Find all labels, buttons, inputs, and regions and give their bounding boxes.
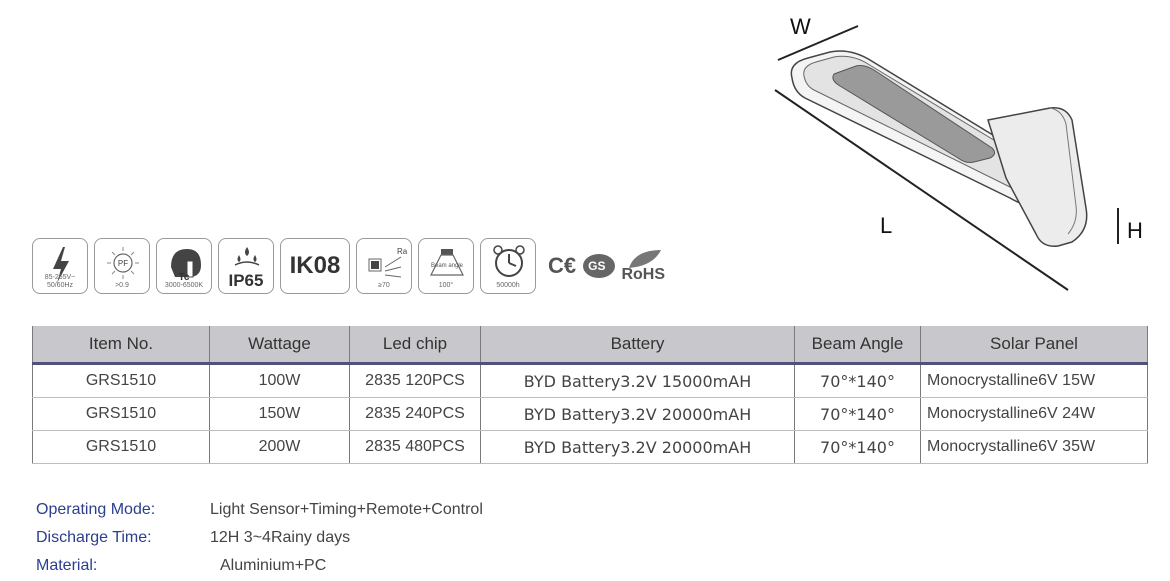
height-label: H <box>1127 218 1143 243</box>
header-solar-panel: Solar Panel <box>920 326 1148 365</box>
cell-solar-panel: Monocrystalline6V 35W <box>920 430 1148 464</box>
gs-mark-icon: GS <box>582 253 633 279</box>
spec-notes: Operating Mode: Light Sensor+Timing+Remo… <box>36 496 483 580</box>
table-row: GRS1510 100W 2835 120PCS BYD Battery3.2V… <box>32 363 1148 398</box>
cell-beam-angle: 70°*140° <box>794 430 921 464</box>
material-label: Material: <box>36 557 98 574</box>
cell-wattage: 150W <box>209 397 350 431</box>
color-rendering-icon: Ra ≥70 <box>356 238 412 294</box>
material-row: Material: Aluminium+PC <box>36 552 483 580</box>
operating-mode-value: Light Sensor+Timing+Remote+Control <box>210 501 483 518</box>
operating-mode-label: Operating Mode: <box>36 501 156 518</box>
discharge-time-row: Discharge Time: 12H 3~4Rainy days <box>36 524 483 552</box>
ik08-icon: IK08 <box>280 238 350 294</box>
operating-mode-row: Operating Mode: Light Sensor+Timing+Remo… <box>36 496 483 524</box>
header-led-chip: Led chip <box>349 326 481 365</box>
table-row: GRS1510 150W 2835 240PCS BYD Battery3.2V… <box>32 397 1148 431</box>
length-label: L <box>880 213 893 238</box>
beam-angle-icon: Beam angle 100° <box>418 238 474 294</box>
street-light-drawing <box>774 25 1119 291</box>
cell-beam-angle: 70°*140° <box>794 397 921 431</box>
cell-led-chip: 2835 240PCS <box>349 397 481 431</box>
table-row: GRS1510 200W 2835 480PCS BYD Battery3.2V… <box>32 430 1148 464</box>
cell-battery: BYD Battery3.2V 20000mAH <box>480 430 795 464</box>
cell-battery: BYD Battery3.2V 15000mAH <box>480 363 795 398</box>
header-wattage: Wattage <box>209 326 350 365</box>
cell-wattage: 100W <box>209 363 350 398</box>
ip65-icon: IP65 <box>218 238 274 294</box>
lifespan-clock-icon: 50000h <box>480 238 536 294</box>
cell-item-no: GRS1510 <box>32 430 210 464</box>
voltage-icon: 85-265V~ 50/60Hz <box>32 238 88 294</box>
header-item-no: Item No. <box>32 326 210 365</box>
cell-item-no: GRS1510 <box>32 397 210 431</box>
cell-led-chip: 2835 120PCS <box>349 363 481 398</box>
cell-solar-panel: Monocrystalline6V 15W <box>920 363 1148 398</box>
cell-battery: BYD Battery3.2V 20000mAH <box>480 397 795 431</box>
width-label: W <box>790 14 811 39</box>
power-factor-icon: PF >0.9 <box>94 238 150 294</box>
color-temperature-icon: Tc 3000-6500K <box>156 238 212 294</box>
cell-wattage: 200W <box>209 430 350 464</box>
header-beam-angle: Beam Angle <box>794 326 921 365</box>
feature-icon-strip: 85-265V~ 50/60Hz PF >0.9 Tc 3000-6500K <box>32 236 665 296</box>
cell-beam-angle: 70°*140° <box>794 363 921 398</box>
header-battery: Battery <box>480 326 795 365</box>
table-header-row: Item No. Wattage Led chip Battery Beam A… <box>32 326 1148 365</box>
svg-text:PF: PF <box>118 259 128 268</box>
material-value: Aluminium+PC <box>220 557 327 574</box>
svg-text:Beam angle: Beam angle <box>431 263 464 269</box>
discharge-time-value: 12H 3~4Rainy days <box>210 529 351 546</box>
spec-table: Item No. Wattage Led chip Battery Beam A… <box>32 326 1148 464</box>
cell-item-no: GRS1510 <box>32 363 210 398</box>
cell-led-chip: 2835 480PCS <box>349 430 481 464</box>
ce-mark-icon: C€ <box>548 253 577 278</box>
rohs-mark-icon: RoHS <box>621 248 665 284</box>
discharge-time-label: Discharge Time: <box>36 529 152 546</box>
cell-solar-panel: Monocrystalline6V 24W <box>920 397 1148 431</box>
svg-text:Ra: Ra <box>397 247 408 256</box>
